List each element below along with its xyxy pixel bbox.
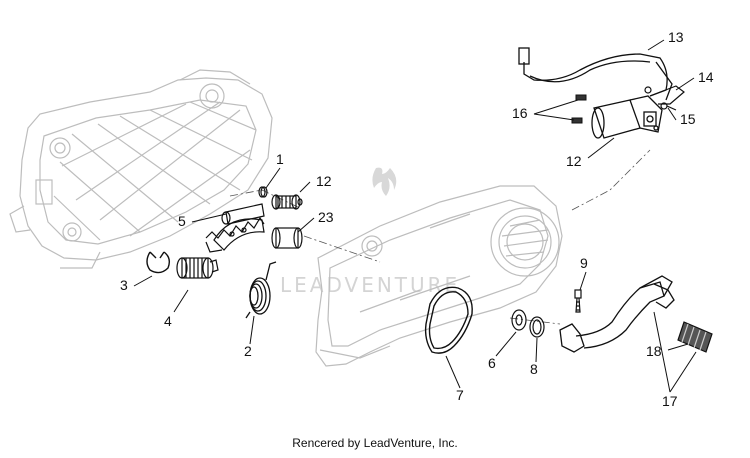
callout-16: 16 bbox=[512, 105, 528, 121]
part-3-circlip bbox=[146, 251, 171, 274]
part-18-grip bbox=[677, 321, 713, 353]
part-2-return-spring bbox=[245, 261, 277, 319]
crankcase-cover-right bbox=[315, 185, 563, 367]
part-17-kick-lever bbox=[559, 275, 675, 353]
callout-15: 15 bbox=[680, 111, 696, 127]
leader-lines bbox=[133, 39, 697, 393]
callouts: 1 12 5 23 3 4 2 7 6 8 9 17 18 13 14 15 1… bbox=[120, 29, 714, 409]
part-9-bolt bbox=[574, 289, 582, 313]
part-4-kick-gear bbox=[176, 257, 219, 279]
watermark-text: LEADVENTURE bbox=[280, 273, 460, 297]
callout-1: 1 bbox=[276, 151, 284, 167]
callout-12: 12 bbox=[566, 153, 582, 169]
part-7-gasket bbox=[424, 286, 473, 354]
watermark: LEADVENTURE bbox=[280, 167, 460, 297]
part-10-idler-gear bbox=[271, 194, 303, 210]
part-1-washer bbox=[258, 186, 268, 198]
callout-6: 6 bbox=[488, 355, 496, 371]
part-16-bolts bbox=[571, 94, 587, 124]
part-12-starter-motor bbox=[591, 95, 663, 139]
crankcase-left bbox=[9, 69, 273, 269]
callout-8: 8 bbox=[530, 361, 538, 377]
part-5-kick-shaft-gear bbox=[205, 203, 265, 253]
callout-13: 13 bbox=[668, 29, 684, 45]
callout-10: 12 bbox=[316, 173, 332, 189]
callout-4: 4 bbox=[164, 313, 172, 329]
callout-17: 17 bbox=[662, 393, 678, 409]
part-8-circlip bbox=[529, 316, 545, 338]
callout-7: 7 bbox=[456, 387, 464, 403]
callout-23: 23 bbox=[318, 209, 334, 225]
callout-18: 18 bbox=[646, 343, 662, 359]
callout-2: 2 bbox=[244, 343, 252, 359]
callout-3: 3 bbox=[120, 277, 128, 293]
part-15-screw bbox=[660, 102, 677, 111]
callout-5: 5 bbox=[178, 213, 186, 229]
part-13-cable bbox=[518, 47, 673, 101]
part-6-washer bbox=[511, 309, 527, 331]
assembly-lines bbox=[229, 149, 651, 325]
callout-9: 9 bbox=[580, 255, 588, 271]
footer-credit: Rencered by LeadVenture, Inc. bbox=[292, 436, 458, 450]
part-23-bushing bbox=[271, 227, 303, 249]
callout-14: 14 bbox=[698, 69, 714, 85]
